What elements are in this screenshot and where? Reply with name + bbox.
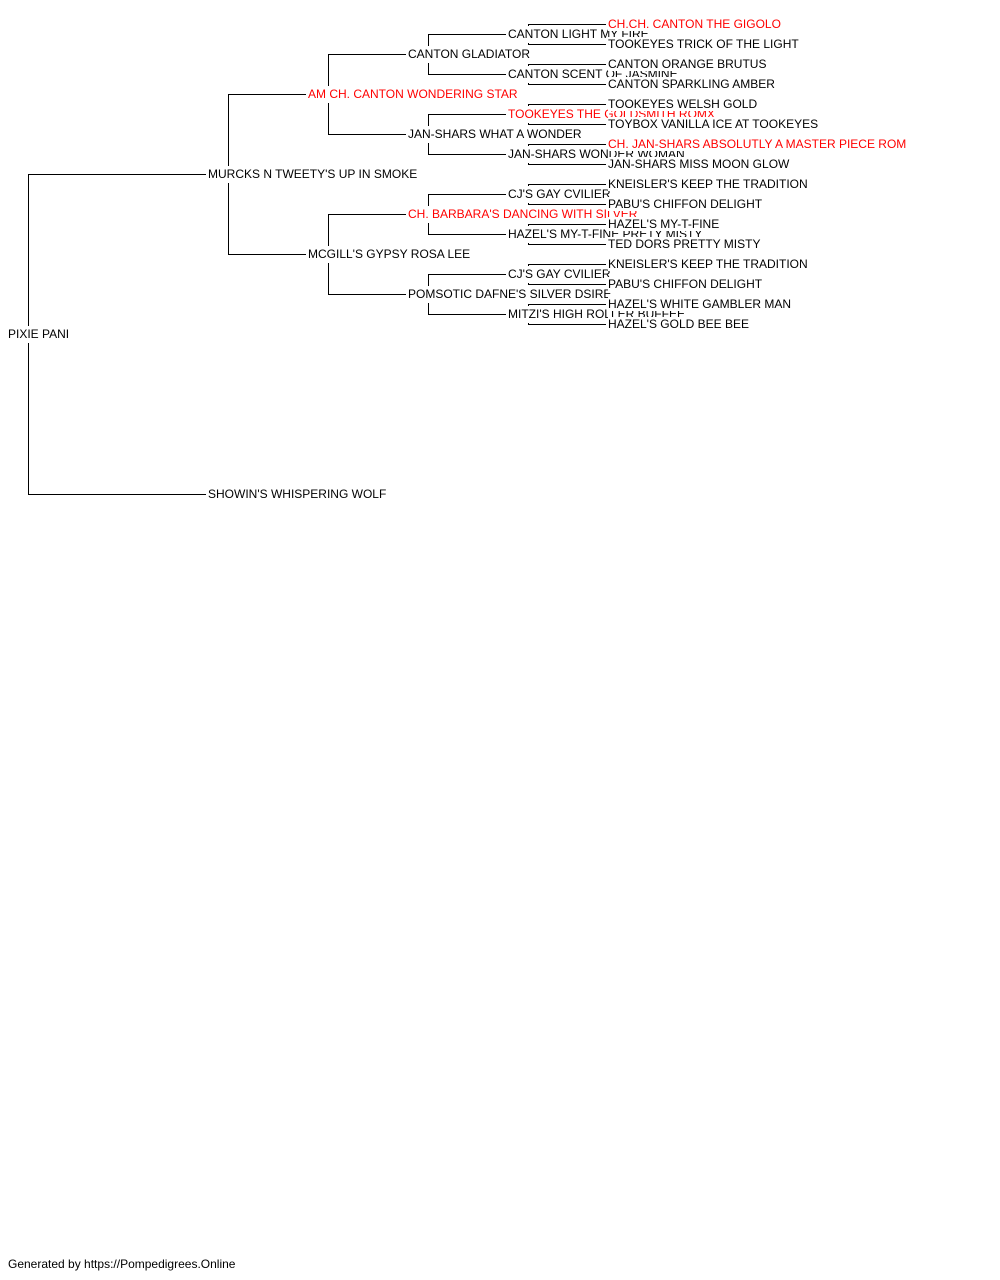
ancestor-name[interactable]: MURCKS N TWEETY'S UP IN SMOKE (208, 167, 418, 181)
ancestor-name[interactable]: CH. JAN-SHARS ABSOLUTLY A MASTER PIECE R… (608, 137, 907, 151)
footer-credit: Generated by https://Pompedigrees.Online (8, 1257, 236, 1271)
ancestor-name[interactable]: AM CH. CANTON WONDERING STAR (308, 87, 518, 101)
ancestor-name[interactable]: TOOKEYES WELSH GOLD (608, 97, 758, 111)
ancestor-name[interactable]: CJ'S GAY CVILIER (508, 267, 611, 281)
ancestor-name[interactable]: HAZEL'S GOLD BEE BEE (608, 317, 750, 331)
ancestor-name[interactable]: TOYBOX VANILLA ICE AT TOOKEYES (608, 117, 819, 131)
ancestor-name[interactable]: KNEISLER'S KEEP THE TRADITION (608, 177, 808, 191)
ancestor-name[interactable]: CANTON ORANGE BRUTUS (608, 57, 767, 71)
ancestor-name[interactable]: CJ'S GAY CVILIER (508, 187, 611, 201)
ancestor-name[interactable]: JAN-SHARS WHAT A WONDER (408, 127, 582, 141)
ancestor-name[interactable]: CANTON GLADIATOR (408, 47, 531, 61)
ancestor-name[interactable]: TOOKEYES TRICK OF THE LIGHT (608, 37, 799, 51)
ancestor-name[interactable]: PABU'S CHIFFON DELIGHT (608, 197, 763, 211)
ancestor-name[interactable]: SHOWIN'S WHISPERING WOLF (208, 487, 387, 501)
pedigree-connectors (28, 24, 606, 495)
ancestor-name[interactable]: CANTON SPARKLING AMBER (608, 77, 775, 91)
ancestor-name[interactable]: POMSOTIC DAFNE'S SILVER DSIRE (408, 287, 612, 301)
ancestor-name[interactable]: PABU'S CHIFFON DELIGHT (608, 277, 763, 291)
ancestor-name[interactable]: MCGILL'S GYPSY ROSA LEE (308, 247, 471, 261)
ancestor-name[interactable]: HAZEL'S MY-T-FINE (608, 217, 720, 231)
ancestor-name[interactable]: KNEISLER'S KEEP THE TRADITION (608, 257, 808, 271)
ancestor-name[interactable]: CH.CH. CANTON THE GIGOLO (608, 17, 781, 31)
ancestor-name[interactable]: TED DORS PRETTY MISTY (608, 237, 761, 251)
ancestor-name[interactable]: CH. BARBARA'S DANCING WITH SILVER (408, 207, 638, 221)
ancestor-name[interactable]: HAZEL'S WHITE GAMBLER MAN (608, 297, 791, 311)
ancestor-name[interactable]: JAN-SHARS MISS MOON GLOW (608, 157, 790, 171)
subject-dog[interactable]: PIXIE PANI (8, 327, 70, 341)
